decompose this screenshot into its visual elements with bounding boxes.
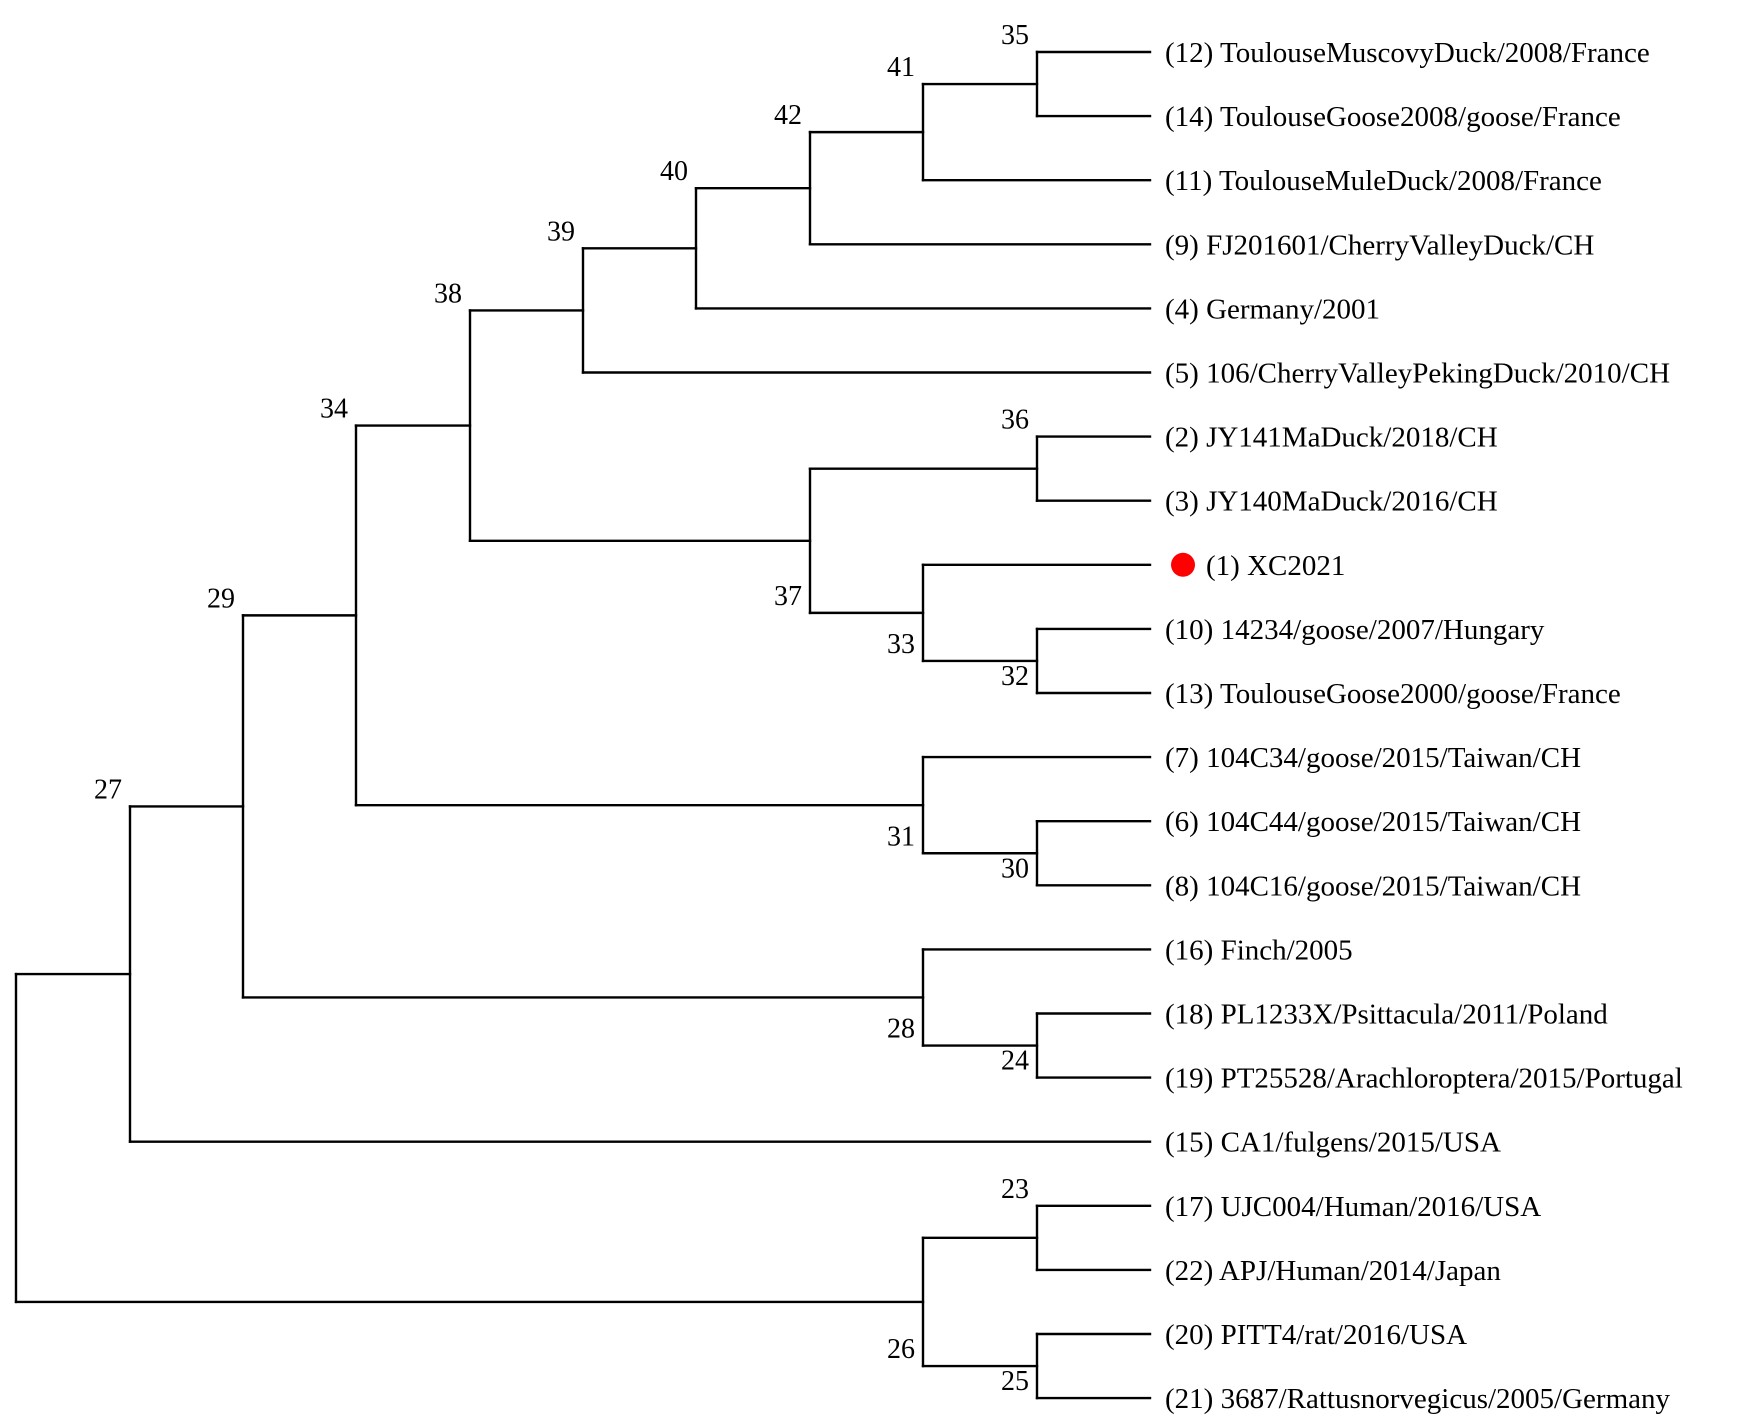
leaf-label-l10: (10) 14234/goose/2007/Hungary [1165, 614, 1545, 646]
node-label-27: 27 [94, 774, 122, 805]
leaf-label-l3: (3) JY140MaDuck/2016/CH [1165, 486, 1498, 518]
node-label-36: 36 [1001, 405, 1029, 436]
leaf-label-l7: (7) 104C34/goose/2015/Taiwan/CH [1165, 742, 1581, 774]
leaf-label-l20: (20) PITT4/rat/2016/USA [1165, 1319, 1467, 1351]
node-label-33: 33 [887, 629, 915, 660]
leaf-label-l18: (18) PL1233X/Psittacula/2011/Poland [1165, 999, 1608, 1031]
leaf-label-l12: (12) ToulouseMuscovyDuck/2008/France [1165, 37, 1650, 69]
node-labels: 35 41 42 40 39 36 32 33 37 38 30 31 34 24 28 29 23 25 26 27 [94, 20, 1029, 1397]
tree-branches [14, 50, 1152, 1400]
leaf-label-l2: (2) JY141MaDuck/2018/CH [1165, 422, 1498, 454]
leaf-label-l11: (11) ToulouseMuleDuck/2008/France [1165, 165, 1602, 197]
node-label-32: 32 [1001, 661, 1029, 692]
leaf-label-l9: (9) FJ201601/CherryValleyDuck/CH [1165, 229, 1594, 261]
node-label-28: 28 [887, 1014, 915, 1045]
leaf-label-l5: (5) 106/CherryValleyPekingDuck/2010/CH [1165, 358, 1670, 390]
node-label-35: 35 [1001, 20, 1029, 51]
node-label-39: 39 [547, 216, 575, 247]
leaf-label-l14: (14) ToulouseGoose2008/goose/France [1165, 101, 1621, 133]
node-label-25: 25 [1001, 1366, 1029, 1397]
leaf-label-l17: (17) UJC004/Human/2016/USA [1165, 1191, 1541, 1223]
leaf-label-l13: (13) ToulouseGoose2000/goose/France [1165, 678, 1621, 710]
node-label-41: 41 [887, 52, 915, 83]
node-label-23: 23 [1001, 1174, 1029, 1205]
leaf-labels: (12) ToulouseMuscovyDuck/2008/France (14)… [1165, 37, 1683, 1415]
node-label-40: 40 [660, 156, 688, 187]
node-label-31: 31 [887, 821, 915, 852]
leaf-label-l16: (16) Finch/2005 [1165, 934, 1353, 966]
leaf-label-l6: (6) 104C44/goose/2015/Taiwan/CH [1165, 806, 1581, 838]
node-label-29: 29 [207, 583, 235, 614]
highlight-marker [1171, 552, 1195, 577]
node-label-34: 34 [320, 394, 348, 425]
leaf-label-l4: (4) Germany/2001 [1165, 293, 1380, 325]
leaf-label-l22: (22) APJ/Human/2014/Japan [1165, 1255, 1501, 1287]
leaf-label-l8: (8) 104C16/goose/2015/Taiwan/CH [1165, 870, 1581, 902]
node-label-38: 38 [434, 278, 462, 309]
leaf-label-l21: (21) 3687/Rattusnorvegicus/2005/Germany [1165, 1383, 1670, 1415]
node-label-26: 26 [887, 1334, 915, 1365]
node-label-42: 42 [774, 100, 802, 131]
leaf-label-l1: (1) XC2021 [1206, 550, 1345, 582]
leaf-label-l19: (19) PT25528/Arachloroptera/2015/Portuga… [1165, 1063, 1683, 1095]
node-label-24: 24 [1001, 1046, 1029, 1077]
node-label-37: 37 [774, 581, 802, 612]
node-label-30: 30 [1001, 853, 1029, 884]
leaf-label-l15: (15) CA1/fulgens/2015/USA [1165, 1127, 1501, 1159]
